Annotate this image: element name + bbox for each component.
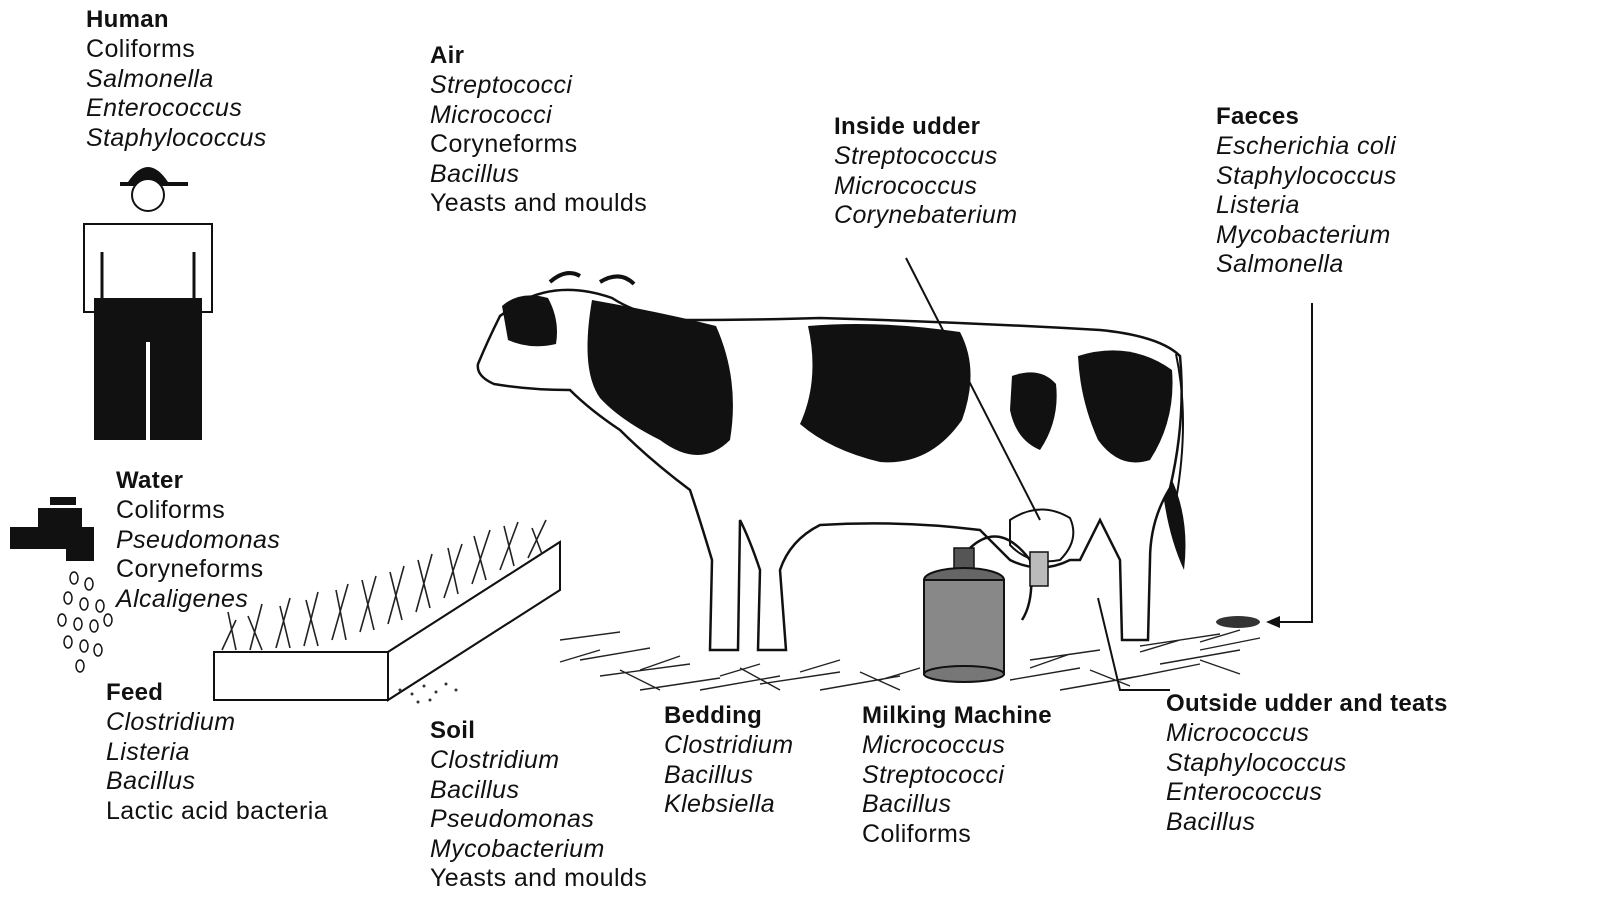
organism-item: Micrococcus [834,172,1017,202]
organism-item: Alcaligenes [116,585,280,615]
organism-item: Bacillus [664,761,793,791]
organism-item: Staphylococcus [1166,749,1448,779]
organism-item: Bacillus [430,776,647,806]
organism-item: Clostridium [106,708,328,738]
organism-item: Bacillus [1166,808,1448,838]
water-tap-icon [10,497,112,672]
organism-item: Lactic acid bacteria [106,797,328,827]
organism-item: Klebsiella [664,790,793,820]
milk-can-icon [924,536,1048,682]
organism-item: Coryneforms [430,130,647,160]
faeces-arrow [1216,303,1312,628]
source-title: Air [430,41,647,71]
organism-item: Coryneforms [116,555,280,585]
organism-item: Streptococci [430,71,647,101]
organism-item: Streptococci [862,761,1052,791]
source-title: Inside udder [834,112,1017,142]
organism-item: Bacillus [106,767,328,797]
cow-icon [478,258,1186,650]
organism-item: Escherichia coli [1216,132,1397,162]
source-title: Milking Machine [862,701,1052,731]
organism-item: Bacillus [430,160,647,190]
source-title: Water [116,466,280,496]
organism-item: Corynebaterium [834,201,1017,231]
organism-item: Yeasts and moulds [430,189,647,219]
organism-item: Salmonella [86,65,267,95]
organism-item: Micrococcus [1166,719,1448,749]
source-title: Outside udder and teats [1166,689,1448,719]
organism-item: Coliforms [86,35,267,65]
organism-item: Enterococcus [86,94,267,124]
straw-bedding-icon [560,630,1260,690]
organism-item: Bacillus [862,790,1052,820]
organism-item: Streptococcus [834,142,1017,172]
organism-item: Mycobacterium [1216,221,1397,251]
source-title: Bedding [664,701,793,731]
organism-item: Coliforms [862,820,1052,850]
organism-item: Salmonella [1216,250,1397,280]
organism-item: Micrococcus [862,731,1052,761]
source-title: Human [86,5,267,35]
organism-item: Listeria [1216,191,1397,221]
source-title: Faeces [1216,102,1397,132]
organism-item: Coliforms [116,496,280,526]
source-title: Feed [106,678,328,708]
organism-item: Clostridium [430,746,647,776]
organism-item: Yeasts and moulds [430,864,647,894]
organism-item: Clostridium [664,731,793,761]
organism-item: Mycobacterium [430,835,647,865]
organism-item: Listeria [106,738,328,768]
organism-item: Pseudomonas [116,526,280,556]
organism-item: Enterococcus [1166,778,1448,808]
human-figure-icon [84,167,212,440]
source-title: Soil [430,716,647,746]
organism-item: Staphylococcus [1216,162,1397,192]
organism-item: Micrococci [430,101,647,131]
organism-item: Staphylococcus [86,124,267,154]
organism-item: Pseudomonas [430,805,647,835]
